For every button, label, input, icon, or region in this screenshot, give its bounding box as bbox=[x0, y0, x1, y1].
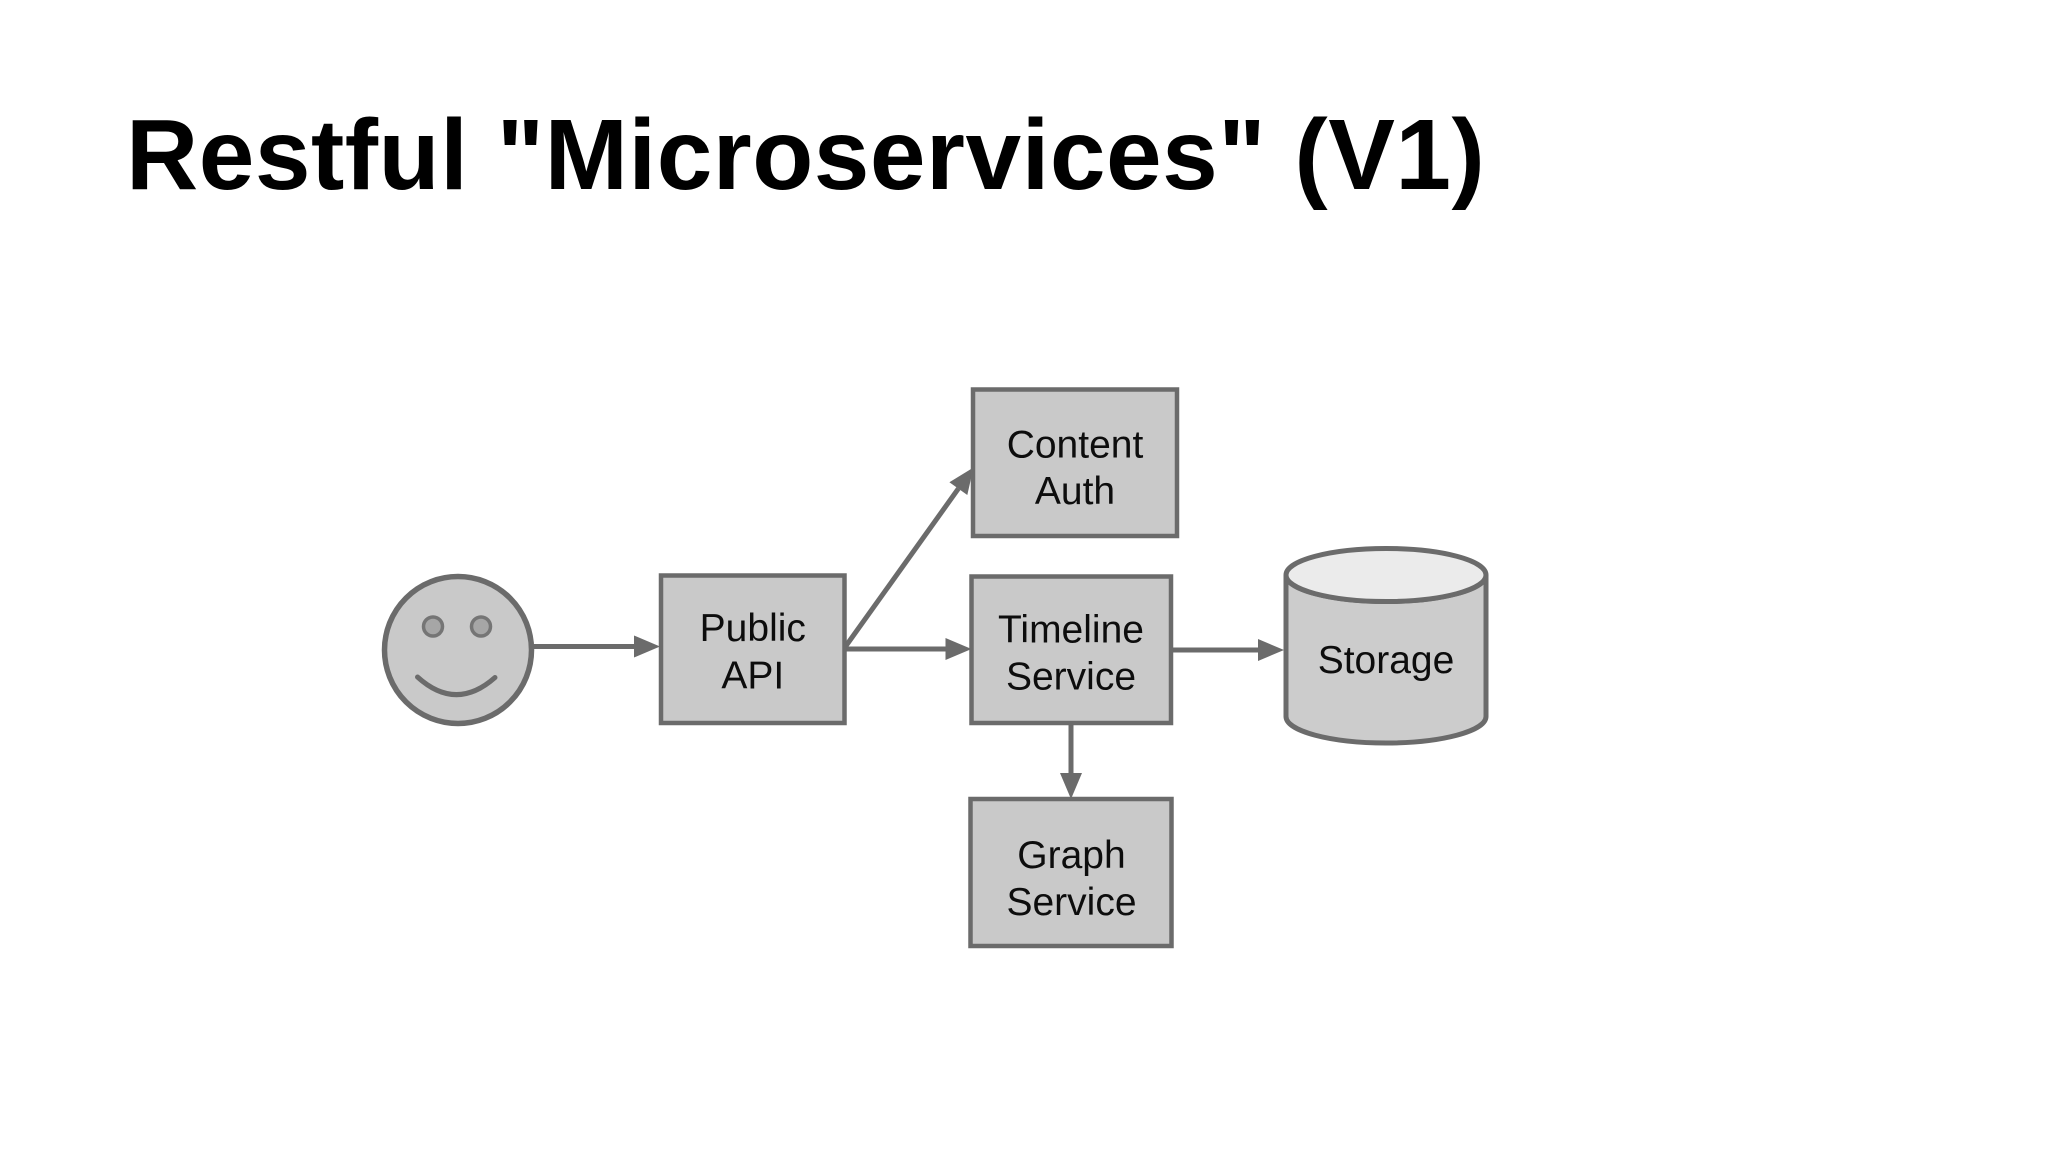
user-node bbox=[381, 573, 535, 727]
arrowhead-icon bbox=[945, 638, 972, 660]
smiley-face-icon bbox=[381, 573, 535, 727]
arrowhead-icon bbox=[1258, 639, 1284, 661]
node-public-api: Public API bbox=[658, 573, 847, 726]
node-label-line2: Service bbox=[1006, 881, 1136, 924]
node-label: Storage bbox=[1318, 639, 1455, 682]
edge-timeline-service-to-storage bbox=[1171, 639, 1284, 661]
node-label-line2: API bbox=[721, 655, 784, 698]
node-label-line1: Timeline bbox=[998, 609, 1144, 652]
node-box bbox=[969, 574, 1174, 726]
node-box bbox=[968, 796, 1174, 949]
node-label-line2: Auth bbox=[1035, 470, 1115, 513]
arrowhead-icon bbox=[1060, 773, 1082, 799]
edge-line bbox=[843, 487, 961, 648]
node-graph-service: Graph Service bbox=[968, 796, 1174, 949]
edge-user-to-public-api bbox=[531, 635, 660, 658]
edge-public-api-to-content-auth bbox=[843, 467, 974, 648]
edge-public-api-to-timeline-service bbox=[845, 638, 972, 660]
arrowhead-icon bbox=[949, 467, 974, 495]
smiley-left-eye bbox=[421, 615, 445, 638]
node-box bbox=[970, 387, 1180, 539]
slide-title: Restful "Microservices" (V1) bbox=[126, 99, 1486, 211]
node-label-line1: Public bbox=[700, 607, 806, 650]
node-label-line1: Graph bbox=[1017, 834, 1125, 877]
database-cylinder-top bbox=[1283, 546, 1489, 604]
arrowhead-icon bbox=[634, 635, 660, 658]
node-timeline-service: Timeline Service bbox=[969, 574, 1174, 726]
node-label-line2: Service bbox=[1006, 656, 1136, 699]
node-storage: Storage bbox=[1283, 546, 1489, 746]
smiley-right-eye bbox=[469, 615, 493, 638]
node-content-auth: Content Auth bbox=[970, 387, 1180, 539]
edge-timeline-service-to-graph-service bbox=[1060, 723, 1082, 799]
node-label-line1: Content bbox=[1007, 423, 1144, 466]
smiley-mouth bbox=[415, 674, 498, 698]
node-box bbox=[658, 573, 847, 726]
